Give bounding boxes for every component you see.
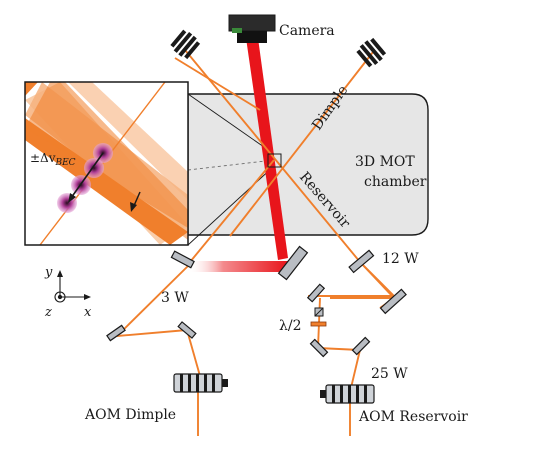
velocity-label: ±ΔvBEC [30, 151, 76, 168]
camera-icon [228, 14, 276, 43]
axis-icon [54, 270, 91, 303]
beam-splitter-icon [314, 307, 324, 317]
coupler-left [170, 29, 201, 60]
coupler-right [356, 37, 387, 68]
axis-y-label: y [44, 265, 53, 280]
aom-reservoir-label: AOM Reservoir [358, 409, 468, 425]
axis-x-label: x [84, 305, 92, 320]
aom-icon [173, 373, 228, 393]
mirror-icon [351, 336, 371, 356]
mirror-icon [306, 283, 326, 303]
camera-beam-horizontal [188, 261, 288, 272]
mirror-icon [348, 249, 375, 274]
mirrors [106, 245, 407, 358]
mirror-icon [379, 288, 407, 315]
mirror-icon [177, 321, 197, 339]
mirror-icon [106, 324, 126, 342]
power-25w-label: 25 W [371, 366, 408, 382]
chamber-label-line1: 3D MOT [355, 154, 415, 170]
zoom-inset [24, 81, 189, 246]
camera-label: Camera [279, 23, 335, 39]
chamber-label-line2: chamber [364, 174, 427, 190]
aom-icon [320, 384, 375, 404]
power-3w-label: 3 W [161, 290, 189, 306]
mirror-icon [309, 338, 329, 358]
half-wave-label: λ/2 [279, 318, 302, 334]
mirror-icon [170, 250, 195, 269]
velocity-text: ±Δv [30, 151, 56, 165]
zoom-lines [187, 93, 275, 246]
beams-lower [308, 263, 395, 297]
velocity-arrow [70, 152, 104, 199]
power-12w-label: 12 W [382, 251, 419, 267]
mirror-icon [277, 245, 309, 281]
velocity-subscript: BEC [55, 158, 76, 168]
mot-region-marker [267, 153, 282, 168]
axis-z-label: z [44, 305, 52, 320]
waveplate-icon [310, 321, 327, 327]
aom-dimple-label: AOM Dimple [84, 407, 176, 423]
mot-chamber [187, 93, 429, 236]
